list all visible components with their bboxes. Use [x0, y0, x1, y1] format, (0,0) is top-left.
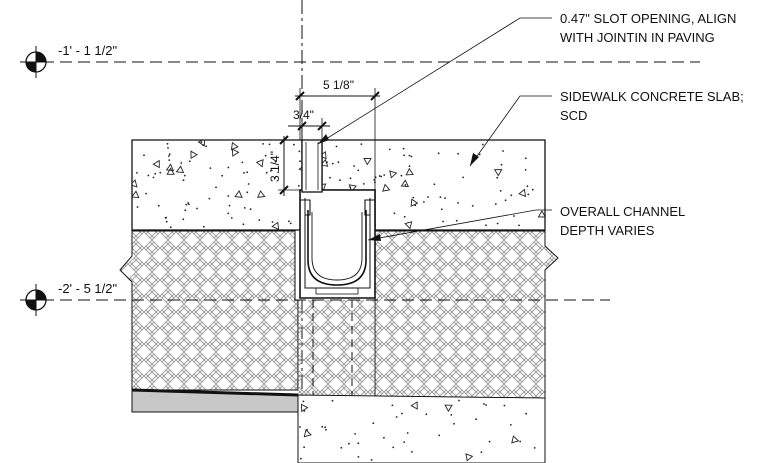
- dimension-slot-depth-label: 3 1/4": [268, 151, 282, 182]
- note-slot-line1: 0.47" SLOT OPENING, ALIGN: [560, 11, 736, 26]
- lower-slab-right: [297, 394, 546, 463]
- dimension-slot-width-label: 3/4": [293, 108, 314, 122]
- aggregate-base-right: [374, 230, 559, 399]
- note-slot-line2: WITH JOINTIN IN PAVING: [560, 30, 715, 45]
- elevation-upper-label: -1' - 1 1/2": [58, 43, 118, 58]
- note-sidewalk-slab: SIDEWALK CONCRETE SLAB; SCD: [469, 89, 744, 167]
- aggregate-under-channel: [298, 300, 375, 395]
- note-slab-line1: SIDEWALK CONCRETE SLAB;: [560, 89, 744, 104]
- elevation-marker-lower: -2' - 5 1/2": [20, 281, 610, 316]
- dimension-overall-width: 5 1/8": [295, 78, 380, 190]
- grade-line: [131, 388, 299, 397]
- dimension-slot-depth: 3 1/4": [268, 135, 302, 196]
- note-overall-channel: OVERALL CHANNEL DEPTH VARIES: [367, 204, 685, 241]
- elevation-lower-label: -2' - 5 1/2": [58, 281, 118, 296]
- dimension-slot-width: 3/4": [288, 108, 330, 140]
- slot-grate: [301, 139, 323, 193]
- aggregate-base-left: [119, 230, 299, 391]
- note-slab-line2: SCD: [560, 108, 587, 123]
- sidewalk-concrete-slab: [131, 139, 546, 231]
- elevation-marker-upper: -1' - 1 1/2": [20, 43, 700, 78]
- dimension-overall-width-label: 5 1/8": [323, 78, 354, 92]
- note-channel-line1: OVERALL CHANNEL: [560, 204, 685, 219]
- note-slot-opening: 0.47" SLOT OPENING, ALIGN WITH JOINTIN I…: [317, 11, 736, 145]
- note-channel-line2: DEPTH VARIES: [560, 223, 655, 238]
- trench-drain-channel: [299, 189, 376, 299]
